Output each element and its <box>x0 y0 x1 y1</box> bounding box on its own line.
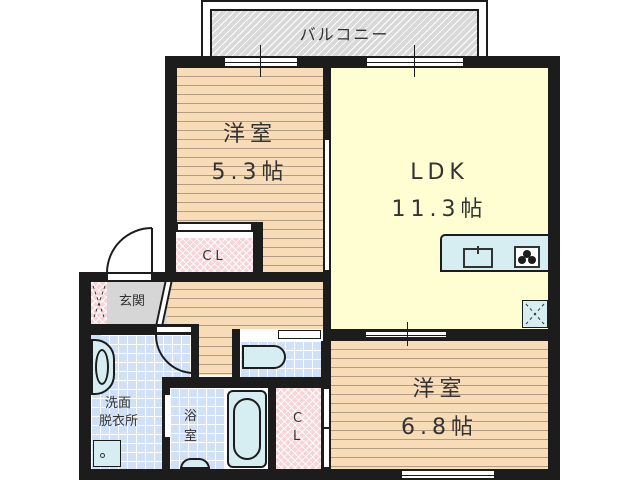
closet-door[interactable] <box>176 222 253 232</box>
washroom-door-swing[interactable] <box>155 334 196 380</box>
basin-bowl <box>95 349 109 385</box>
closet-label: CL <box>202 249 227 264</box>
closet-western-1: CL <box>176 232 253 274</box>
closet-2-door-1[interactable] <box>323 388 330 428</box>
hall-wall-top <box>79 272 331 282</box>
room-western-2: 洋室 6.8帖 <box>331 341 548 469</box>
refrigerator-space <box>522 300 548 328</box>
stove-burners-icon[interactable] <box>514 246 540 268</box>
exterior-wall-bottom <box>79 469 560 480</box>
washroom-label-2: 脱衣所 <box>99 414 139 429</box>
hallway <box>158 281 323 329</box>
balcony-label: バルコニー <box>299 25 390 44</box>
washing-machine-space <box>93 440 121 467</box>
shower-head <box>180 458 210 469</box>
door-ldk-w2-tick <box>407 322 408 346</box>
bathroom-label-2: 室 <box>184 429 198 444</box>
balcony: バルコニー <box>210 9 479 58</box>
bathtub-inner <box>233 398 261 460</box>
bathtub <box>227 390 267 468</box>
room-western-1-name: 洋室 <box>222 122 277 147</box>
closet-2-label-c: C <box>293 411 303 426</box>
washroom-wall-top <box>79 324 160 335</box>
closet-2-label-l: L <box>293 429 301 444</box>
washroom-label-1: 洗面 <box>105 396 132 411</box>
entrance-door[interactable] <box>107 273 152 281</box>
entrance-door-swing[interactable] <box>106 227 157 278</box>
room-ldk: LDK 11.3帖 <box>331 68 548 329</box>
window-western-1-tick <box>260 45 261 77</box>
washroom-door[interactable] <box>156 326 194 333</box>
sliding-door-w1-ldk[interactable] <box>324 140 330 270</box>
toilet <box>242 345 286 369</box>
bath-wall-top <box>162 377 331 388</box>
room-ldk-name: LDK <box>410 160 469 185</box>
toilet-wall-left <box>232 329 240 379</box>
drain-icon <box>100 453 105 458</box>
bathroom-label-1: 浴 <box>184 409 198 424</box>
room-western-1-size: 5.3帖 <box>211 160 289 185</box>
exterior-wall-left-upper <box>165 56 177 278</box>
bath-wall-right <box>268 388 276 469</box>
hallway-lower <box>199 329 233 375</box>
entrance-label: 玄関 <box>118 294 145 309</box>
bathroom: 浴 室 <box>170 388 224 469</box>
exterior-wall-right <box>548 56 560 480</box>
window-ldk-tick <box>414 45 415 77</box>
closet-western-2: C L <box>276 388 321 469</box>
room-western-2-size: 6.8帖 <box>401 415 478 440</box>
closet-wall <box>253 222 263 274</box>
wash-basin <box>91 339 115 395</box>
window-western-1[interactable] <box>223 56 299 68</box>
room-western-2-name: 洋室 <box>412 377 467 402</box>
shoe-cabinet <box>91 282 107 324</box>
toilet-door[interactable] <box>278 330 321 339</box>
closet-2-door-2[interactable] <box>323 428 330 468</box>
door-ldk-w2[interactable] <box>364 330 448 339</box>
exterior-wall-left-lower <box>79 272 91 480</box>
washroom-wall-right <box>191 324 199 380</box>
room-ldk-size: 11.3帖 <box>391 197 488 222</box>
faucet-icon <box>477 246 479 254</box>
window-western-2[interactable] <box>400 469 496 480</box>
window-ldk[interactable] <box>365 56 465 68</box>
